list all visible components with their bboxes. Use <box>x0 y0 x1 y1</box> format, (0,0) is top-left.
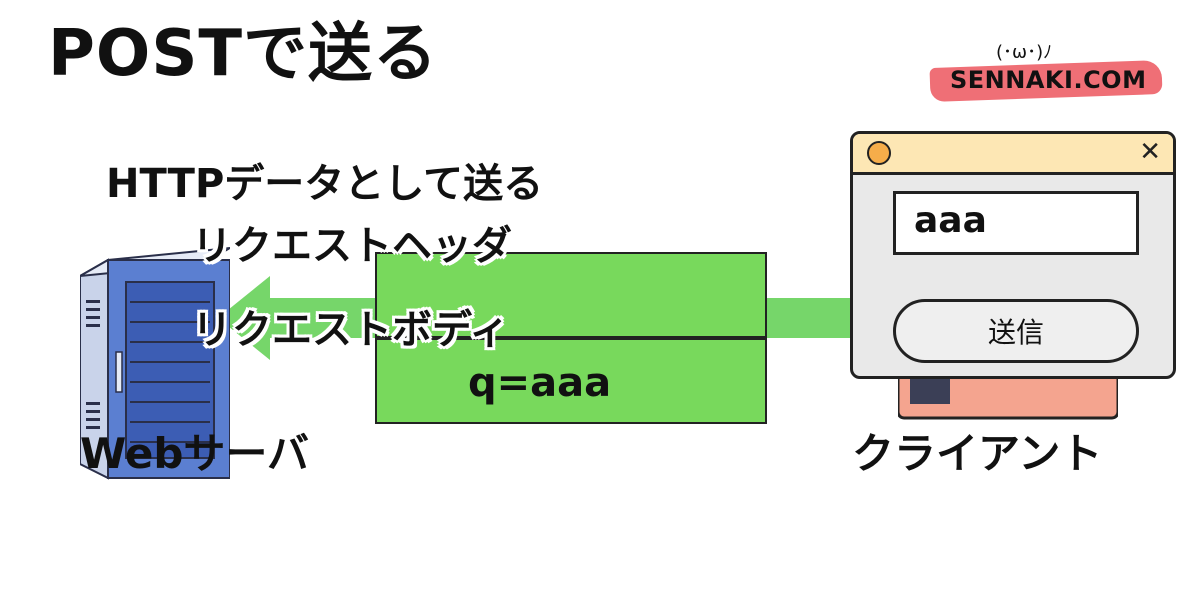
query-input[interactable]: aaa <box>893 191 1139 255</box>
server-label: Webサーバ <box>80 429 309 478</box>
window-title-bar: ✕ <box>853 134 1173 175</box>
heading-request-header: リクエストヘッダ <box>192 223 512 269</box>
close-icon[interactable]: ✕ <box>1139 137 1161 167</box>
body-payload: q=aaa <box>468 360 612 406</box>
laptop-icon <box>898 372 1118 420</box>
page-title: POSTで送る <box>48 17 439 91</box>
arrow-head-icon <box>218 276 270 360</box>
window-circle-icon[interactable] <box>867 141 891 165</box>
heading-request-body: リクエストボディ <box>192 307 510 353</box>
logo-text: SENNAKI.COM <box>950 66 1147 94</box>
query-input-value: aaa <box>914 200 987 241</box>
arrow-shaft-left <box>268 298 378 338</box>
client-label: クライアント <box>852 429 1103 478</box>
heading-send-as-http: HTTPデータとして送る <box>106 161 544 207</box>
request-body-box <box>375 338 767 424</box>
logo-face: (･ω･)ﾉ <box>996 42 1053 63</box>
request-header-box <box>375 252 767 338</box>
arrow-shaft-right <box>760 298 860 338</box>
server-rack-icon <box>80 247 230 480</box>
site-logo: (･ω･)ﾉ SENNAKI.COM <box>929 38 1170 108</box>
submit-button[interactable]: 送信 <box>893 299 1139 363</box>
client-window: ✕ aaa 送信 <box>850 131 1176 379</box>
